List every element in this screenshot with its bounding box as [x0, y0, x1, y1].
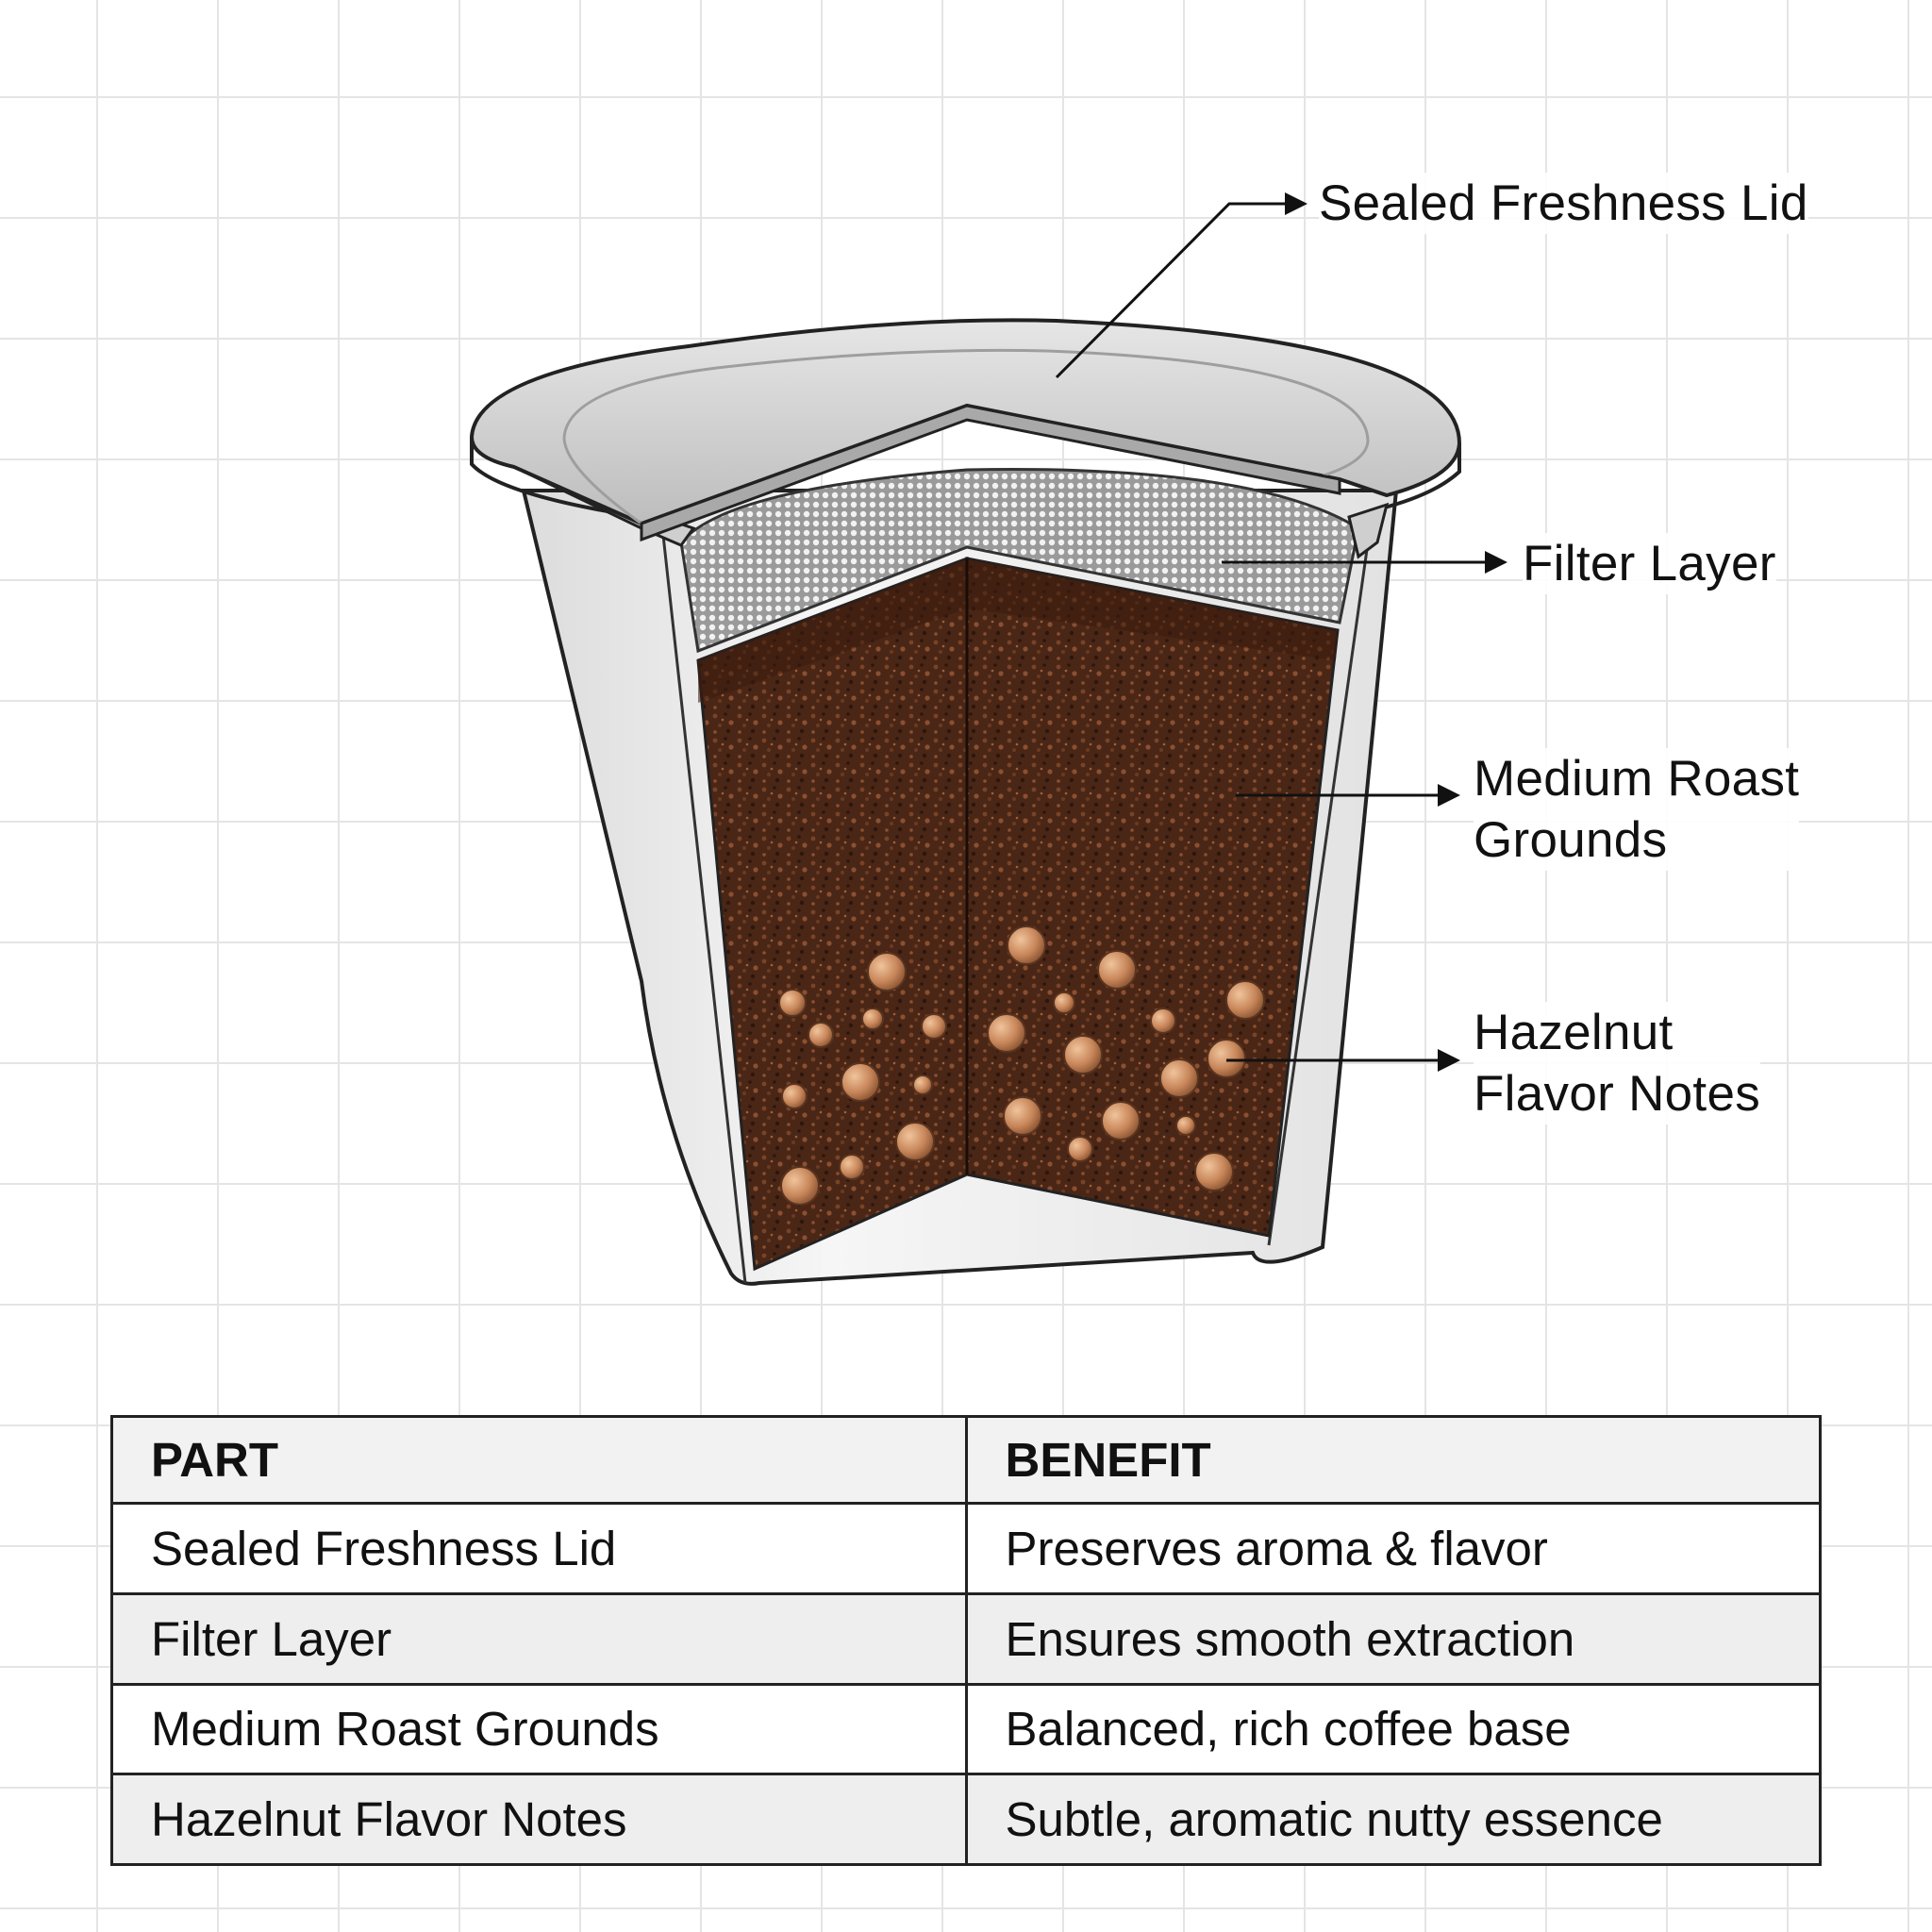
cell-part: Hazelnut Flavor Notes — [110, 1773, 968, 1866]
callout-leaders — [1055, 192, 1507, 1072]
callout-grounds-line2: Grounds — [1474, 812, 1668, 868]
cell-part: Medium Roast Grounds — [110, 1682, 968, 1776]
callout-hazelnut-flavor-notes: Hazelnut Flavor Notes — [1474, 1002, 1761, 1124]
table-row: Medium Roast Grounds Balanced, rich coff… — [110, 1682, 1822, 1776]
cell-benefit: Preserves aroma & flavor — [964, 1502, 1822, 1595]
table-header-row: PART BENEFIT — [110, 1415, 1822, 1505]
callout-filter-layer: Filter Layer — [1523, 533, 1776, 594]
callout-lid-text: Sealed Freshness Lid — [1319, 175, 1808, 231]
callout-medium-roast-grounds: Medium Roast Grounds — [1474, 748, 1800, 871]
callout-filter-text: Filter Layer — [1523, 536, 1776, 591]
cell-benefit: Subtle, aromatic nutty essence — [964, 1773, 1822, 1866]
header-part: PART — [110, 1415, 968, 1505]
hazelnut-beads — [778, 925, 1265, 1206]
callout-sealed-freshness-lid: Sealed Freshness Lid — [1319, 173, 1808, 234]
cell-benefit: Ensures smooth extraction — [964, 1591, 1822, 1686]
coffee-pod-diagram — [469, 192, 1507, 1286]
callout-grounds-line1: Medium Roast — [1474, 751, 1800, 807]
header-benefit: BENEFIT — [964, 1415, 1822, 1505]
cell-benefit: Balanced, rich coffee base — [964, 1682, 1822, 1776]
table-row: Filter Layer Ensures smooth extraction — [110, 1591, 1822, 1686]
table-row: Sealed Freshness Lid Preserves aroma & f… — [110, 1502, 1822, 1595]
callout-hazelnut-line1: Hazelnut — [1474, 1005, 1674, 1060]
parts-benefits-table: PART BENEFIT Sealed Freshness Lid Preser… — [110, 1415, 1822, 1866]
table-row: Hazelnut Flavor Notes Subtle, aromatic n… — [110, 1773, 1822, 1866]
cell-part: Filter Layer — [110, 1591, 968, 1686]
cell-part: Sealed Freshness Lid — [110, 1502, 968, 1595]
callout-hazelnut-line2: Flavor Notes — [1474, 1066, 1761, 1122]
